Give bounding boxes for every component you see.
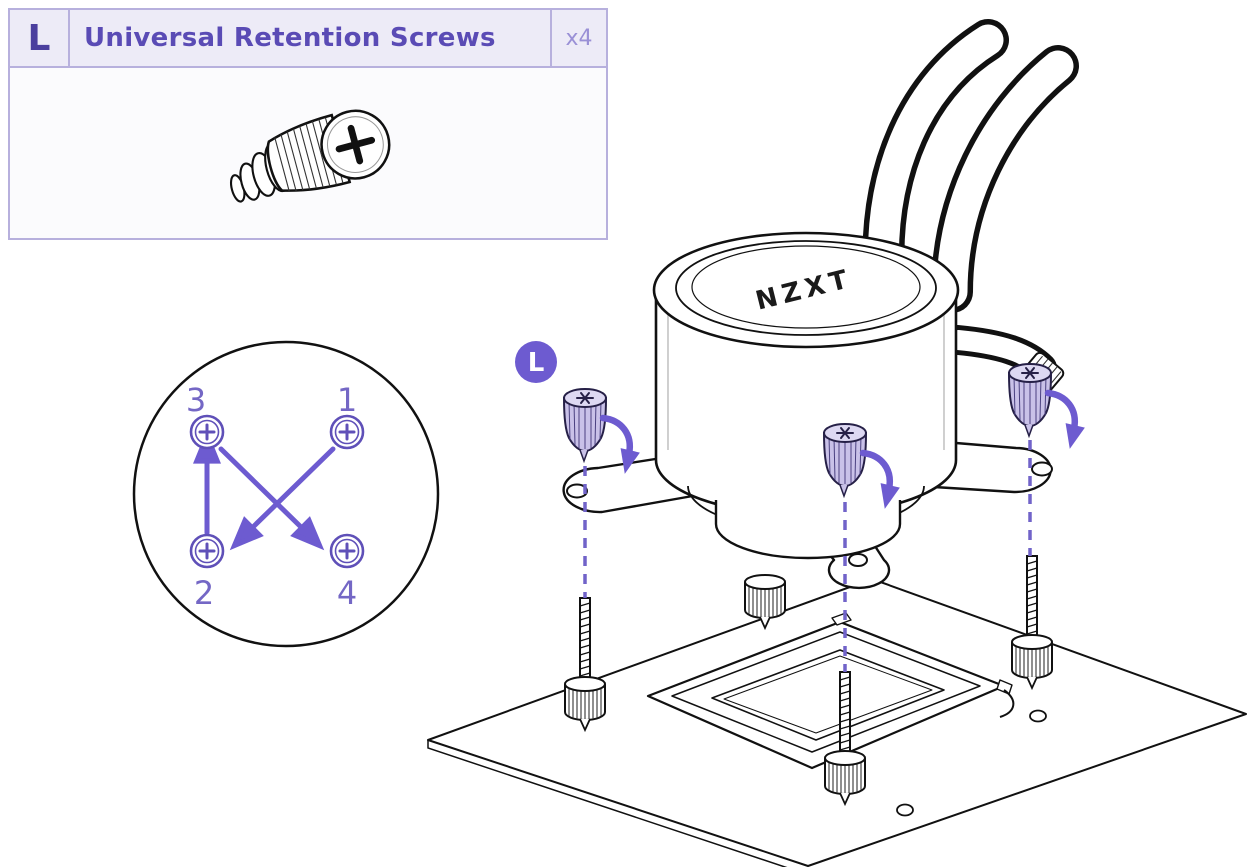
sequence-diagram: 3 1 2 4 (132, 340, 440, 648)
alignment-guides (583, 440, 1032, 672)
bracket-hole-front (848, 553, 868, 567)
board-hole (1029, 709, 1047, 723)
socket-latch (999, 689, 1015, 718)
rotation-arrow-right (1048, 393, 1085, 451)
coolant-tubes (862, 19, 1079, 313)
standoff-left (565, 598, 605, 730)
step-badge-letter: L (528, 348, 545, 378)
part-quantity: x4 (550, 10, 606, 66)
parts-box-header: L Universal Retention Screws x4 (10, 10, 606, 68)
sequence-number-bottom-left: 2 (194, 574, 214, 612)
part-letter: L (10, 10, 70, 66)
part-title: Universal Retention Screws (84, 23, 496, 53)
crosshead-screw-icon (329, 533, 365, 569)
step-badge: L (515, 341, 557, 383)
sequence-number-top-right: 1 (337, 381, 357, 419)
sequence-number-top-left: 3 (186, 381, 206, 419)
retention-screw-icon (229, 109, 391, 203)
sequence-number-bottom-right: 4 (337, 574, 357, 612)
pump-block: NZXT (652, 231, 960, 560)
sequence-arrows (197, 437, 336, 552)
bracket-hole-left (566, 483, 588, 499)
arrow-1-to-2 (249, 446, 336, 531)
retention-screw-right (1008, 363, 1052, 437)
cpu-socket (646, 612, 1015, 770)
bracket-hole-right (1031, 461, 1053, 477)
parts-box-body (10, 68, 606, 238)
crosshead-screw-icon (189, 414, 225, 450)
retention-screw-left (563, 388, 607, 462)
standoff-right (1012, 556, 1052, 688)
board-hole (896, 803, 914, 817)
crosshead-screw-icon (329, 414, 365, 450)
crosshead-screw-icon (189, 533, 225, 569)
pump-cold-plate (714, 500, 902, 560)
parts-box: L Universal Retention Screws x4 (8, 8, 608, 240)
arrow-3-to-4 (218, 446, 305, 531)
